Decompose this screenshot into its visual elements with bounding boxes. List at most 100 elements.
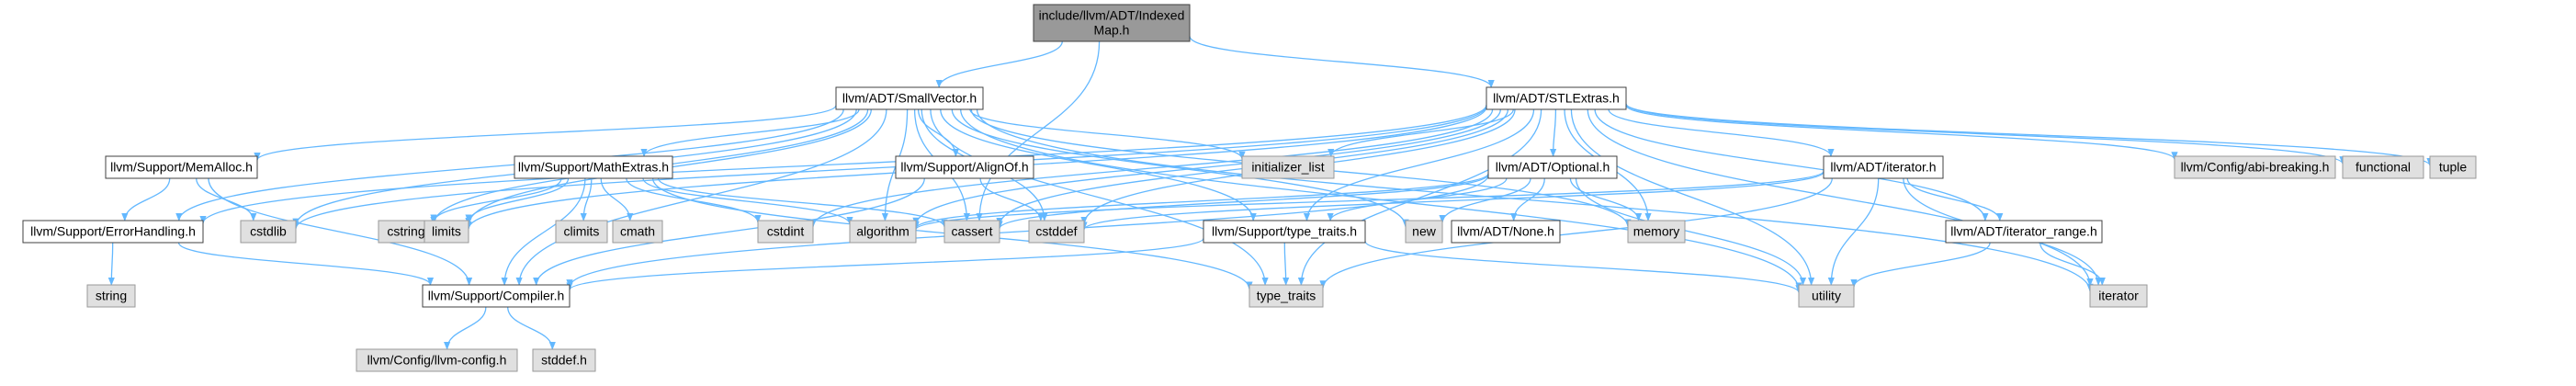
node-llvmconfig: llvm/Config/llvm-config.h [356,348,518,372]
edge-stlextras-to-tuple [1625,103,2434,167]
edge-stlextras-to-initlist [1328,108,1514,157]
node-tuple-box [2429,155,2477,179]
edge-memalloc-to-compiler [208,177,473,286]
node-cmath-label-line-0: cmath [620,224,655,239]
edge-optional-to-memory [1569,177,1643,221]
node-algorithm-box [849,220,917,244]
node-limits-label-line-0: limits [432,224,461,239]
edge-iterrange-to-utility [1850,242,1991,289]
node-stddef: stddef.h [532,348,596,372]
node-root-box[interactable] [1033,4,1191,42]
node-alignof-box[interactable] [895,155,1034,179]
node-compiler-box[interactable] [422,284,571,308]
node-abibreaking-label-line-0: llvm/Config/abi-breaking.h [2181,160,2330,175]
edge-stlextras-to-functional [1625,103,2346,165]
node-iterrange-box[interactable] [1945,220,2103,244]
node-functional-label-line-0: functional [2356,160,2411,175]
node-abibreaking-box [2174,155,2336,179]
node-initlist-label-line-0: initializer_list [1251,160,1324,175]
node-smallvector[interactable]: llvm/ADT/SmallVector.h [835,86,984,110]
node-typetraits_std-label-line-0: type_traits [1257,289,1316,303]
edge-mathextras-to-cstring [430,177,562,223]
node-errorhandling[interactable]: llvm/Support/ErrorHandling.h [22,220,204,244]
edge-smallvector-to-memalloc [254,105,837,162]
node-cassert: cassert [943,220,1000,244]
node-errorhandling-box[interactable] [22,220,204,244]
edge-iterator_h-to-typetraits_std [1319,177,1833,290]
node-optional[interactable]: llvm/ADT/Optional.h [1487,155,1618,179]
node-mathextras-box[interactable] [514,155,673,179]
node-typetraits-box[interactable] [1203,220,1366,244]
edge-smallvector-to-initlist [969,108,1246,160]
edge-stlextras-to-utility [1570,108,1815,286]
node-none_h-label-line-0: llvm/ADT/None.h [1457,224,1554,239]
node-smallvector-box[interactable] [835,86,984,110]
edge-smallvector-to-mathextras [640,108,860,157]
node-memalloc[interactable]: llvm/Support/MemAlloc.h [105,155,258,179]
node-stddef-box [532,348,596,372]
node-compiler[interactable]: llvm/Support/Compiler.h [422,284,571,308]
node-limits-box [424,220,469,244]
edge-stlextras-to-optional [1549,108,1557,157]
node-mathextras[interactable]: llvm/Support/MathExtras.h [514,155,673,179]
edge-smallvector-to-new [951,108,1409,228]
edge-smallvector-to-iterator_std [976,108,2094,292]
node-typetraits-label-line-0: llvm/Support/type_traits.h [1212,224,1357,239]
edge-stlextras-to-typetraits_std [1297,108,1542,286]
edge-iterator_h-to-cstddef [1080,171,1825,231]
node-limits: limits [424,220,469,244]
edge-typetraits-to-compiler [566,237,1204,291]
node-mathextras-label-line-0: llvm/Support/MathExtras.h [518,160,669,175]
node-iterrange-label-line-0: llvm/ADT/iterator_range.h [1950,224,2097,239]
node-iterator_std-label-line-0: iterator [2098,289,2139,303]
node-new-label-line-0: new [1412,224,1437,239]
edge-mathextras-to-cmath [600,177,634,221]
edge-typetraits-to-utility [1364,241,1802,294]
node-iterrange[interactable]: llvm/ADT/iterator_range.h [1945,220,2103,244]
edge-stlextras-to-cstdlib [292,105,1487,230]
node-root-label-line-0: include/llvm/ADT/Indexed [1039,8,1185,23]
edge-iterator_h-to-utility [1827,177,1880,286]
node-typetraits_std: type_traits [1248,284,1324,308]
edge-optional-to-none_h [1510,177,1545,221]
node-cmath: cmath [612,220,663,244]
node-optional-box[interactable] [1487,155,1618,179]
node-memory: memory [1627,220,1686,244]
node-cstdint-label-line-0: cstdint [767,224,805,239]
node-iterator_std-box [2089,284,2148,308]
node-stlextras[interactable]: llvm/ADT/STLExtras.h [1486,86,1627,110]
node-tuple: tuple [2429,155,2477,179]
node-climits-label-line-0: climits [564,224,600,239]
node-string-box [86,284,136,308]
edge-alignof-to-compiler [533,177,925,286]
node-typetraits[interactable]: llvm/Support/type_traits.h [1203,220,1366,244]
node-cassert-box [943,220,1000,244]
node-optional-label-line-0: llvm/ADT/Optional.h [1496,160,1610,175]
node-memalloc-box[interactable] [105,155,258,179]
node-utility-box [1798,284,1855,308]
node-algorithm-label-line-0: algorithm [856,224,910,239]
node-cstddef-label-line-0: cstddef [1035,224,1077,239]
edge-mathextras-to-limits [465,177,570,223]
node-cstdlib-box [240,220,297,244]
node-iterator_h-box[interactable] [1823,155,1944,179]
node-stlextras-box[interactable] [1486,86,1627,110]
node-iterator_h[interactable]: llvm/ADT/iterator.h [1823,155,1944,179]
node-llvmconfig-label-line-0: llvm/Config/llvm-config.h [367,353,507,368]
node-none_h[interactable]: llvm/ADT/None.h [1451,220,1561,244]
node-initlist: initializer_list [1241,155,1335,179]
edge-stlextras-to-typetraits [1303,108,1535,221]
node-none_h-box[interactable] [1451,220,1561,244]
node-alignof[interactable]: llvm/Support/AlignOf.h [895,155,1034,179]
node-memory-box [1627,220,1686,244]
edge-stlextras-to-iterrange [1594,108,1989,221]
edge-optional-to-algorithm [912,173,1489,230]
node-cstddef: cstddef [1028,220,1085,244]
node-string: string [86,284,136,308]
edge-stlextras-to-iterator_h [1608,108,1835,157]
edge-root-to-smallvector [935,40,1063,88]
node-alignof-label-line-0: llvm/Support/AlignOf.h [900,160,1028,175]
edge-typetraits-to-typetraits_std [1282,242,1290,286]
node-climits: climits [555,220,608,244]
